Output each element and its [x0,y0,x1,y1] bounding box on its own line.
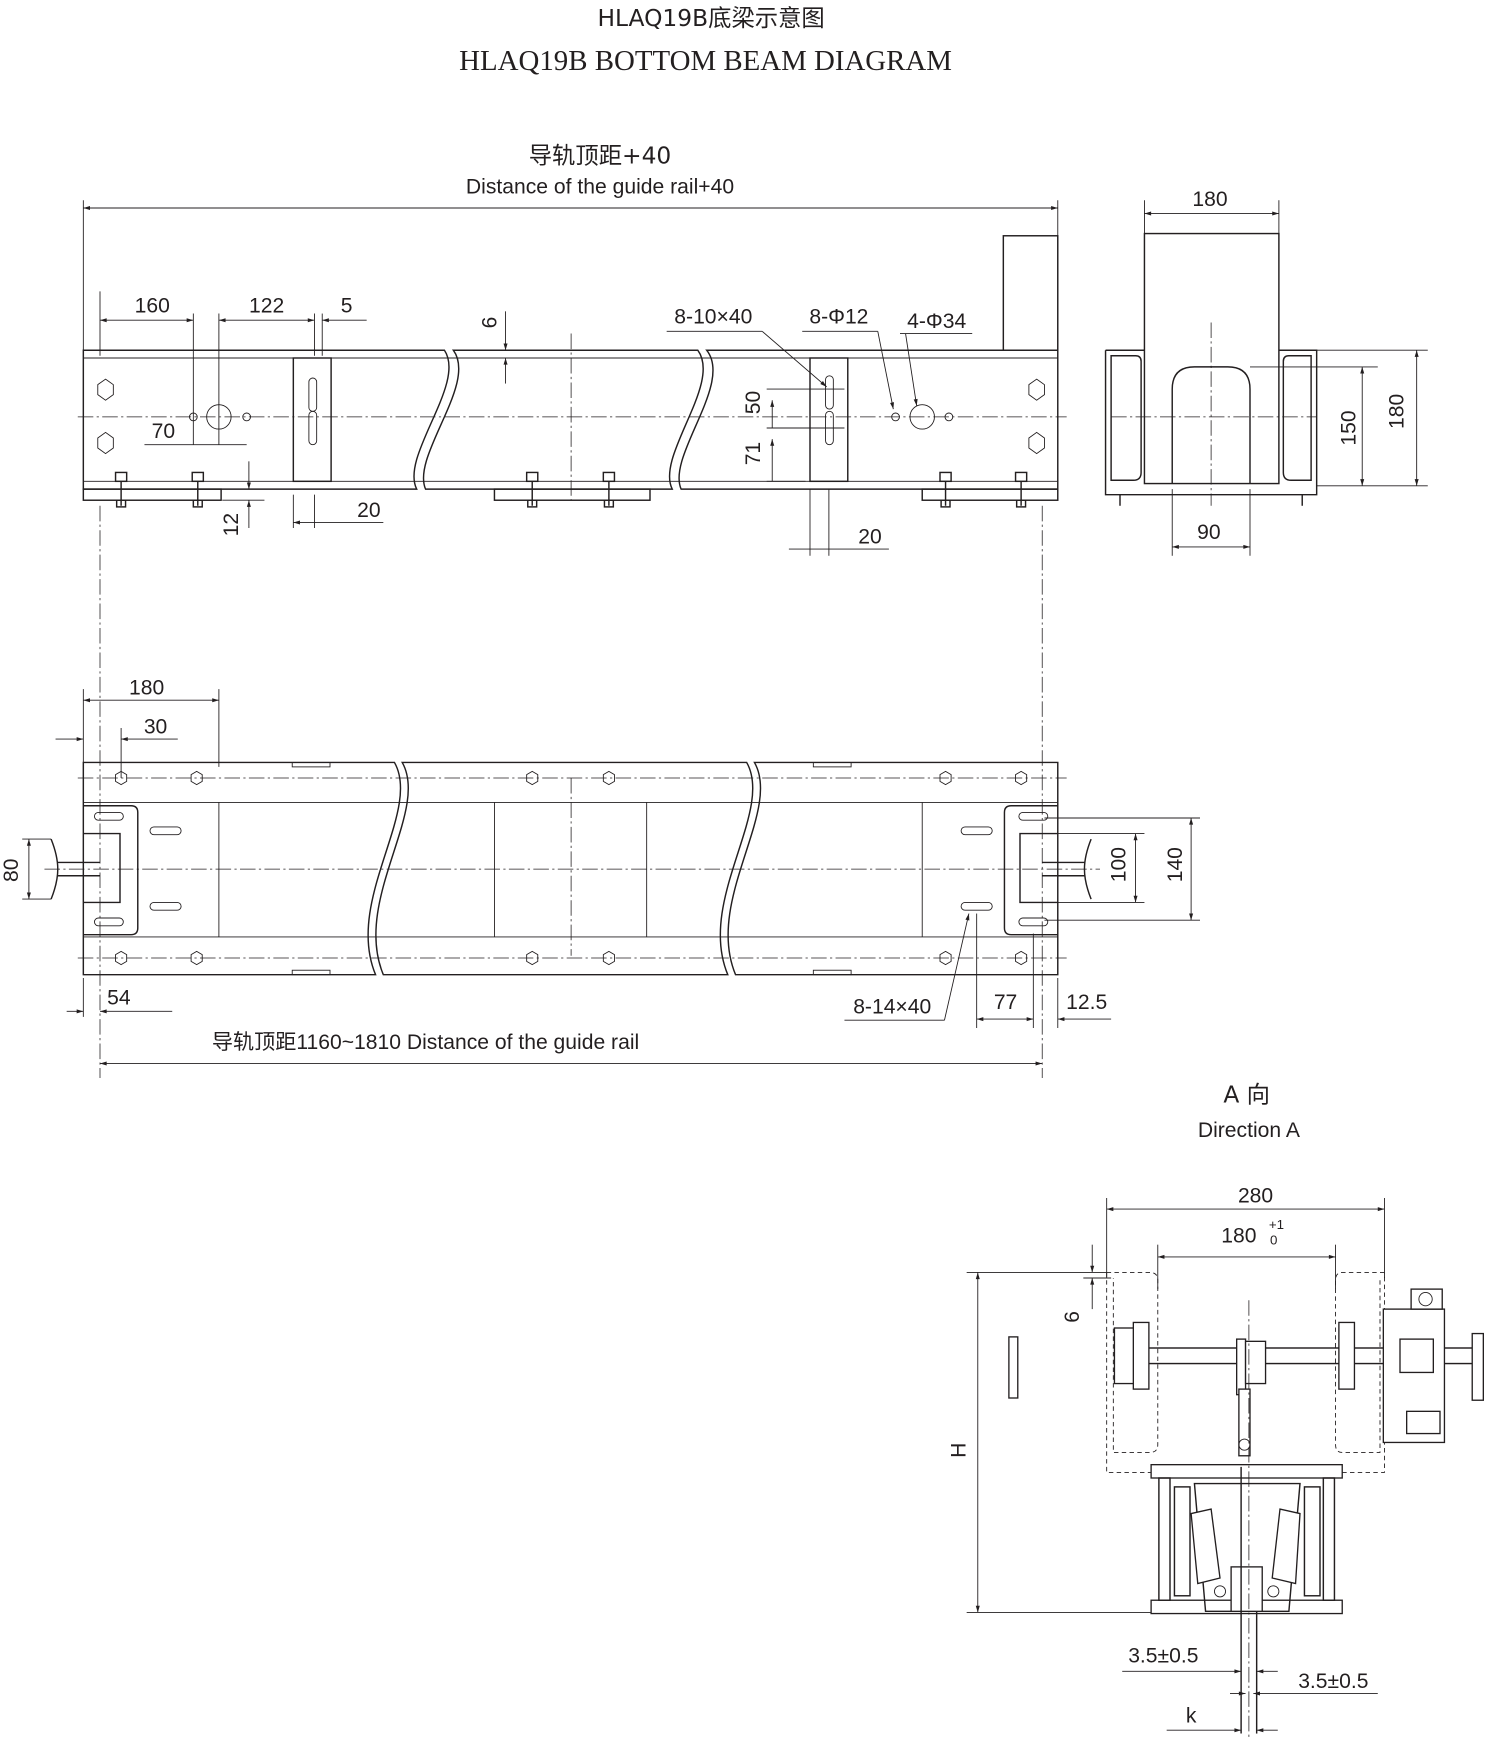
callout-holes-8-phi12: 8-Φ12 [809,306,868,329]
guide-rail-distance-label: 导轨顶距1160~1810 Distance of the guide rail [212,1030,639,1054]
dim-6: 6 [479,317,502,329]
plan-dim-140: 140 [1164,847,1187,882]
dir-a-dim-180: 180 [1221,1224,1256,1247]
side-view: 180 150 180 90 [1104,188,1428,556]
side-dim-180-height: 180 [1385,394,1408,429]
title-en: HLAQ19B BOTTOM BEAM DIAGRAM [459,45,952,77]
dim-20-right: 20 [858,526,881,549]
dim-71: 71 [742,442,765,465]
plan-dim-100: 100 [1108,847,1131,882]
dir-a-gap-right: 3.5±0.5 [1298,1670,1368,1693]
dir-a-gap-left: 3.5±0.5 [1128,1644,1198,1667]
dim-12: 12 [220,513,243,536]
direction-a-view: A 向 Direction A 280 180 +1 0 H 6 3.5±0.5… [948,1080,1484,1740]
direction-a-label-en: Direction A [1198,1119,1301,1142]
dir-a-dim-k: k [1186,1704,1197,1727]
front-view: 导轨顶距+40 Distance of the guide rail+40 16… [77,142,1067,556]
dim-160: 160 [135,294,170,317]
side-dim-180-width: 180 [1192,188,1227,211]
plan-dim-77: 77 [994,991,1017,1014]
dir-a-tol-upper: +1 [1269,1217,1284,1232]
dim-122: 122 [249,294,284,317]
direction-a-label-cn: A 向 [1223,1080,1270,1108]
overall-label-cn: 导轨顶距+40 [529,142,672,170]
side-dim-150: 150 [1338,410,1361,445]
plan-dim-80: 80 [0,858,23,881]
callout-slots-8-10x40: 8-10×40 [674,306,752,329]
dim-20-left: 20 [357,499,380,522]
overall-label-en: Distance of the guide rail+40 [466,176,734,199]
side-dim-90: 90 [1197,521,1220,544]
plan-dim-54: 54 [107,987,131,1010]
dir-a-dim-6: 6 [1061,1311,1084,1323]
dim-70: 70 [152,420,175,443]
dir-a-tol-lower: 0 [1270,1233,1277,1248]
callout-slots-8-14x40: 8-14×40 [853,996,931,1019]
title-cn: HLAQ19B底梁示意图 [597,4,824,32]
plan-dim-30: 30 [144,716,167,739]
dim-5: 5 [341,294,353,317]
plan-dim-12-5: 12.5 [1066,991,1107,1014]
plan-dim-180: 180 [129,677,164,700]
plan-view: 180 30 80 100 140 54 8-14×40 77 12.5 导轨顶… [0,677,1200,1066]
callout-holes-4-phi34: 4-Φ34 [907,310,966,333]
dir-a-dim-280: 280 [1238,1184,1273,1207]
dir-a-dim-H: H [948,1443,971,1458]
dim-50: 50 [742,391,765,414]
